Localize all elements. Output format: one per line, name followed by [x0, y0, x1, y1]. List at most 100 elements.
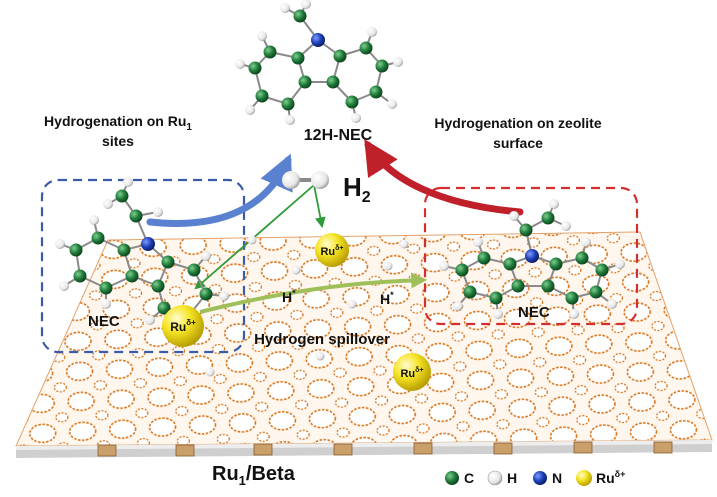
ru-atom-upper: Ruδ+ — [315, 233, 349, 267]
zeolite-hydrogenation-arrow — [364, 139, 524, 216]
hydrogen-atom — [311, 171, 329, 189]
ru-atom-left: Ruδ+ — [162, 305, 204, 347]
hydrogen-atom — [301, 0, 311, 9]
hydrogen-atom — [509, 211, 519, 221]
surface-hydrogen-atoms — [205, 235, 409, 377]
hydrogen-atom — [387, 99, 397, 109]
hydrogen-atom — [383, 261, 393, 271]
carbon-atom — [375, 59, 389, 73]
carbon-atom — [99, 281, 113, 295]
hydrogen-atom — [399, 239, 409, 249]
carbon-atom — [455, 263, 469, 277]
carbon-atom — [161, 255, 175, 269]
carbon-atom — [477, 251, 491, 265]
h-spill-label-left: H* — [282, 288, 296, 305]
hydrogen-atom — [549, 199, 559, 209]
legend-hydrogen-swatch — [487, 470, 503, 486]
carbon-atom — [369, 85, 383, 99]
nitrogen-atom — [525, 249, 539, 263]
hydrogen-atom — [493, 309, 503, 319]
ru-atom-lower: Ruδ+ — [393, 353, 431, 391]
carbon-atom — [281, 97, 295, 111]
carbon-atom — [519, 223, 533, 237]
hydrogen-atom — [282, 171, 300, 189]
carbon-atom — [511, 279, 525, 293]
carbon-atom — [125, 269, 139, 283]
left-process-heading-line2: sites — [102, 133, 134, 149]
carbon-atom — [345, 95, 359, 109]
hydrogen-atom — [569, 309, 579, 319]
hydrogen-atom — [347, 299, 357, 309]
svg-text:Ruδ+: Ruδ+ — [400, 367, 423, 380]
h2-molecule — [282, 171, 329, 189]
hydrogen-atom — [453, 301, 463, 311]
carbon-atom — [565, 291, 579, 305]
hydrogen-atom — [561, 221, 571, 231]
carbon-atom — [541, 279, 555, 293]
carbon-atom — [541, 211, 555, 225]
hydrogen-atom — [123, 177, 133, 187]
carbon-atom — [157, 301, 171, 315]
carbon-atom — [199, 287, 213, 301]
carbon-atom — [255, 89, 269, 103]
h2-dissociation-lines — [194, 184, 326, 290]
hydrogen-atom — [393, 57, 403, 67]
hydrogen-spillover-label: Hydrogen spillover — [254, 331, 390, 348]
slab-edge-pores — [97, 441, 673, 457]
carbon-atom — [151, 279, 165, 293]
ru1-hydrogenation-arrow — [146, 153, 293, 227]
nitrogen-atom — [311, 33, 325, 47]
hydrogen-atom — [247, 235, 257, 245]
hydrogen-atom — [280, 3, 290, 13]
hydrogen-atom — [153, 207, 163, 217]
svg-text:Ruδ+: Ruδ+ — [170, 318, 196, 334]
left-process-heading: Hydrogenation on Ru1 — [44, 113, 192, 133]
zeolite-surface-frame — [423, 186, 639, 326]
12h-nec-molecule — [235, 0, 403, 125]
carbon-atom — [293, 9, 307, 23]
nec-label-right: NEC — [518, 304, 550, 321]
hydrogen-atom — [205, 367, 215, 377]
hydrogen-atom — [219, 291, 229, 301]
carbon-atom — [248, 61, 262, 75]
hydrogen-atom — [351, 113, 361, 123]
support-label: Ru1/Beta — [212, 463, 296, 488]
h2-label: H2 — [343, 172, 371, 206]
legend-ruthenium-label: Ruδ+ — [596, 469, 625, 486]
hydrogen-atom — [315, 351, 325, 361]
hydrogen-spillover-arrow — [199, 272, 428, 314]
hydrogen-atom — [201, 251, 211, 261]
hydrogen-atom — [291, 265, 301, 275]
carbon-atom — [263, 45, 277, 59]
hydrogen-atom — [103, 199, 113, 209]
nec-molecule-left — [55, 177, 229, 335]
right-process-heading: Hydrogenation on zeolite — [434, 115, 601, 131]
legend-hydrogen-label: H — [507, 470, 517, 486]
hydrogen-atom — [473, 237, 483, 247]
carbon-atom — [117, 243, 131, 257]
carbon-atom — [326, 75, 340, 89]
carbon-atom — [187, 263, 201, 277]
carbon-atom — [549, 257, 563, 271]
nec-molecule-right — [439, 199, 625, 319]
carbon-atom — [575, 251, 589, 265]
hydrogen-atom — [615, 259, 625, 269]
legend-nitrogen-label: N — [552, 470, 562, 486]
hydrogen-atom — [55, 239, 65, 249]
carbon-atom — [359, 41, 373, 55]
carbon-atom — [115, 189, 129, 203]
hydrogen-atom — [581, 237, 591, 247]
hydrogen-atom — [101, 299, 111, 309]
hydrogen-atom — [257, 31, 267, 41]
svg-text:Ruδ+: Ruδ+ — [320, 245, 343, 258]
legend-carbon-swatch — [445, 471, 459, 485]
hydrogen-atom — [59, 281, 69, 291]
carbon-atom — [489, 291, 503, 305]
h-spill-label-right: H* — [380, 290, 394, 307]
carbon-atom — [333, 49, 347, 63]
atom-legend: C H N Ruδ+ — [445, 469, 625, 486]
nitrogen-atom — [141, 237, 155, 251]
hydrogen-atom — [245, 105, 255, 115]
legend-ruthenium-swatch — [576, 470, 592, 486]
